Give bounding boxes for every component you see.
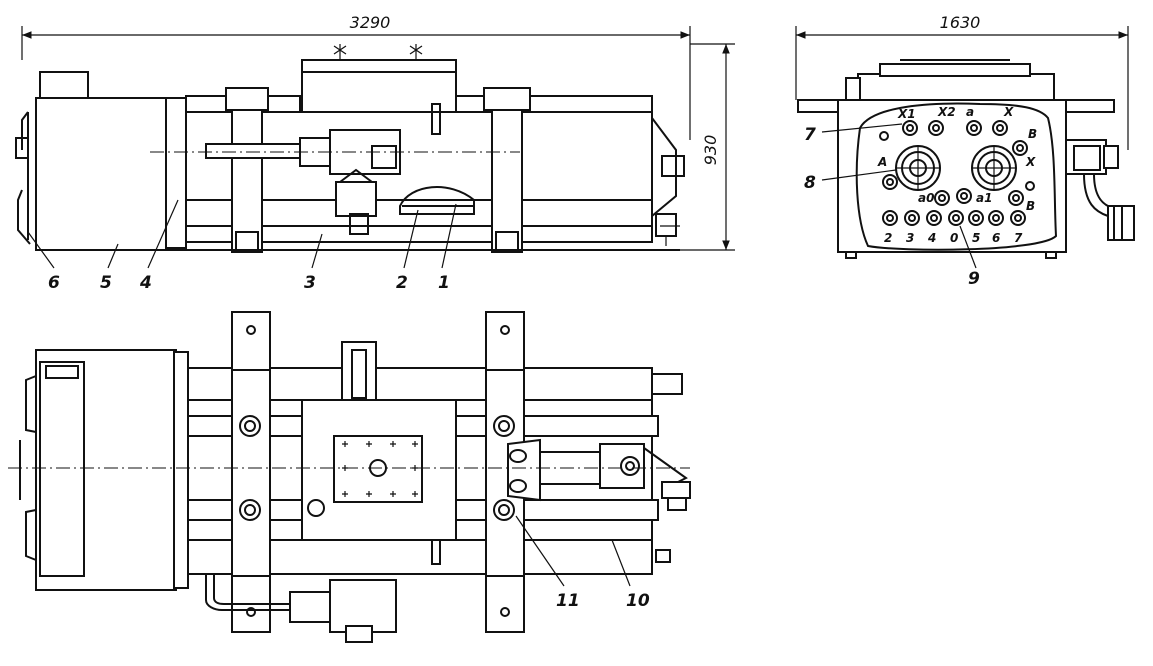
plan-view: 11 10 (8, 311, 691, 643)
panel-label-x2: X2 (937, 105, 956, 119)
dim-width: 1630 (940, 13, 981, 32)
panel-label-a0: a0 (918, 191, 934, 205)
panel-bottom-3: 3 (906, 231, 914, 245)
dim-total-length: 3290 (350, 13, 391, 32)
panel-bottom-0: 0 (950, 231, 958, 245)
panel-bottom-4: 4 (927, 231, 936, 245)
panel-bottom-5: 5 (972, 231, 980, 245)
callout-3: 3 (304, 273, 316, 293)
callout-6: 6 (48, 273, 60, 293)
end-view: 1630 (795, 13, 1135, 289)
dim-height: 930 (701, 135, 720, 166)
side-view: 3290 930 250 (15, 13, 735, 293)
panel-label-a-top: a (966, 105, 974, 119)
panel-label-a-left: A (877, 155, 887, 169)
panel-label-a1: a1 (976, 191, 992, 205)
panel-label-x1: X1 (897, 107, 916, 121)
callout-10: 10 (626, 591, 650, 611)
callout-2: 2 (396, 273, 408, 293)
panel-bottom-6: 6 (992, 231, 1000, 245)
callout-7: 7 (804, 125, 816, 145)
callout-5: 5 (100, 273, 112, 293)
callout-11: 11 (556, 591, 580, 611)
callout-9: 9 (968, 269, 980, 289)
panel-label-x-right: X (1025, 155, 1036, 169)
callout-4: 4 (139, 273, 152, 293)
panel-label-x-top: X (1003, 105, 1014, 119)
panel-label-b-mid: B (1026, 199, 1035, 213)
panel-label-b-top: B (1028, 127, 1037, 141)
panel-bottom-2: 2 (884, 231, 892, 245)
callout-1: 1 (438, 273, 450, 293)
panel-bottom-7: 7 (1014, 231, 1023, 245)
callout-8: 8 (804, 173, 816, 193)
